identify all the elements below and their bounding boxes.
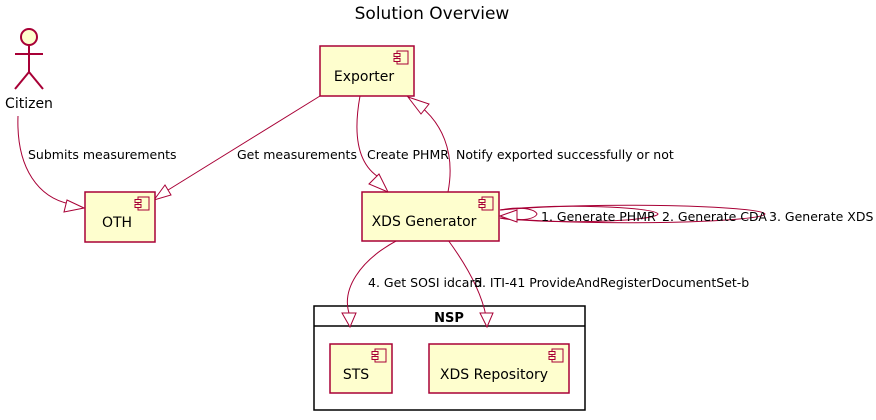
edge-label-self-2: 2. Generate CDA xyxy=(662,209,767,224)
edge-exporter-xdsgen xyxy=(356,95,381,179)
exporter-label: Exporter xyxy=(334,69,394,85)
edge-label-xdsgen-repo: 5. ITI-41 ProvideAndRegisterDocumentSet-… xyxy=(474,275,749,290)
edge-label-self-3: 3. Generate XDS xyxy=(769,209,873,224)
oth-component: OTH xyxy=(84,191,156,243)
xds-repository-label: XDS Repository xyxy=(440,367,548,383)
xds-repository-component: XDS Repository xyxy=(428,343,570,394)
arrowhead-xdsgen-exporter xyxy=(406,96,430,115)
arrowhead-self xyxy=(498,209,518,223)
edge-label-xdsgen-sts: 4. Get SOSI idcard xyxy=(368,275,482,290)
edge-citizen-oth xyxy=(17,115,71,205)
actor-figure-icon xyxy=(14,28,44,90)
diagram-title: Solution Overview xyxy=(355,4,510,24)
edge-self-3 xyxy=(499,204,766,224)
arrowhead-exporter-xdsgen xyxy=(368,173,390,193)
xds-generator-component: XDS Generator xyxy=(361,191,500,242)
edge-xdsgen-repo xyxy=(447,239,487,317)
citizen-actor: Citizen xyxy=(5,28,53,112)
arrowhead-exporter-oth xyxy=(152,184,172,201)
sts-label: STS xyxy=(343,367,369,383)
arrowhead-xdsgen-repo xyxy=(479,312,494,329)
edge-label-xdsgen-exporter: Notify exported successfully or not xyxy=(456,147,674,162)
edge-exporter-oth xyxy=(159,95,321,196)
oth-label: OTH xyxy=(102,215,132,231)
citizen-label: Citizen xyxy=(5,96,53,112)
edge-xdsgen-sts xyxy=(346,239,399,317)
arrowhead-xdsgen-sts xyxy=(341,312,357,329)
edge-label-exporter-oth: Get measurements xyxy=(237,147,357,162)
edge-label-citizen-oth: Submits measurements xyxy=(28,147,177,162)
nsp-package-label: NSP xyxy=(434,311,464,326)
xds-generator-label: XDS Generator xyxy=(372,214,477,230)
edge-label-exporter-xdsgen: Create PHMR xyxy=(367,147,449,162)
edges xyxy=(17,95,766,329)
edge-label-self-1: 1. Generate PHMR xyxy=(541,209,656,224)
arrowhead-citizen-oth xyxy=(63,199,86,213)
edge-labels: Submits measurements Get measurements Cr… xyxy=(28,147,873,290)
exporter-component: Exporter xyxy=(319,45,415,97)
sts-component: STS xyxy=(329,343,393,394)
edge-xdsgen-exporter xyxy=(419,105,451,193)
